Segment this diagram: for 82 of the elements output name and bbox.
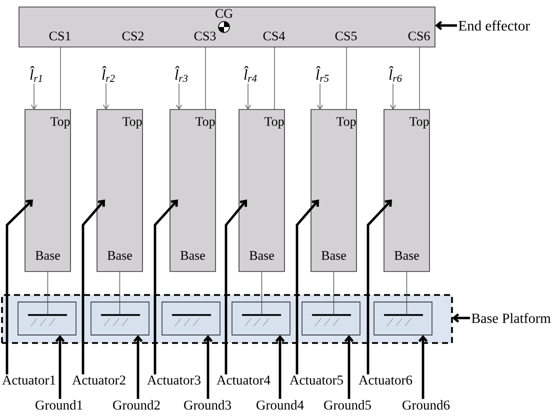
ground-box [18, 302, 76, 336]
point-label: CS5 [335, 32, 357, 40]
connector-line [346, 46, 347, 110]
actuator-label: Actuator2 [72, 376, 126, 385]
actuator-label: Actuator4 [216, 376, 270, 385]
leader-arrow [154, 200, 178, 374]
leader-arrow [203, 335, 213, 399]
ground-label: Ground3 [184, 400, 231, 410]
end-label: Base [108, 251, 132, 260]
connector-line [47, 271, 48, 316]
ground-box [90, 302, 150, 336]
length-label: l̂$_{r3}$ [175, 66, 188, 82]
length-label: l̂$_{r2}$ [102, 66, 115, 82]
leader-arrow [55, 335, 65, 399]
point-label: CS6 [408, 32, 430, 40]
actuator-label: Actuator6 [358, 376, 412, 385]
connector-line [274, 46, 275, 110]
leader-arrow [390, 83, 396, 110]
leader-arrow [316, 83, 324, 110]
connector-line [261, 271, 262, 316]
leg-box [310, 109, 357, 272]
end-label: Base [36, 251, 60, 260]
leader-arrow [452, 313, 470, 323]
ground-label: Ground1 [36, 400, 82, 410]
leader-arrow [366, 200, 392, 374]
end-label: Base [322, 251, 346, 260]
end-label: Top [196, 117, 215, 128]
point-label: CS3 [194, 32, 216, 40]
leader-arrow [30, 83, 38, 110]
leader-arrow [244, 83, 252, 110]
end-label: Base [394, 251, 419, 260]
leg-box [96, 109, 143, 272]
actuator-label: Actuator1 [2, 376, 56, 385]
leader-arrow [344, 335, 354, 399]
callout-label: End effector [458, 20, 530, 31]
leg-box [24, 109, 71, 272]
leader-arrow [224, 200, 248, 374]
leader-arrow [6, 200, 33, 374]
connector-line [419, 46, 420, 110]
leader-arrow [133, 335, 143, 399]
leader-arrow [418, 335, 428, 399]
leader-arrow [176, 83, 182, 110]
leg-box [170, 109, 216, 272]
length-label: l̂$_{r5}$ [316, 66, 329, 82]
connector-line [406, 271, 408, 316]
connector-line [119, 271, 120, 316]
length-label: l̂$_{r4}$ [244, 66, 257, 82]
actuator-label: Actuator3 [147, 376, 200, 385]
end-label: Top [336, 117, 356, 128]
ground-box [302, 302, 360, 336]
leader-arrow [435, 20, 457, 30]
leg-box [384, 109, 430, 272]
leader-arrow [102, 83, 110, 110]
connector-line [60, 46, 61, 110]
ground-box [232, 302, 290, 336]
leader-arrow [296, 200, 319, 374]
length-label: l̂$_{r6}$ [389, 66, 402, 82]
point-label: CS1 [49, 32, 70, 40]
leg-box [238, 109, 285, 272]
ground-label: Ground4 [256, 400, 304, 410]
end-label: Base [180, 251, 205, 260]
ground-label: Ground6 [402, 400, 450, 410]
cg-label: CG [216, 9, 233, 18]
leader-arrow [82, 200, 105, 374]
connector-line [205, 46, 206, 110]
end-label: Base [250, 251, 274, 260]
connector-line [333, 271, 334, 316]
point-label: CS4 [263, 32, 285, 40]
point-label: CS2 [122, 32, 144, 40]
actuator-label: Actuator5 [290, 376, 343, 385]
ground-box [162, 302, 220, 336]
leader-arrow [275, 335, 285, 399]
ground-label: Ground2 [113, 400, 160, 410]
end-effector-box [18, 6, 436, 48]
end-label: Top [264, 117, 284, 128]
ground-label: Ground5 [324, 400, 371, 410]
ground-box [374, 302, 432, 336]
length-label: l̂$_{r1}$ [30, 66, 42, 82]
end-label: Top [122, 117, 142, 128]
callout-label: Base Platform [472, 313, 551, 323]
end-label: Top [410, 117, 429, 128]
end-label: Top [50, 117, 70, 128]
